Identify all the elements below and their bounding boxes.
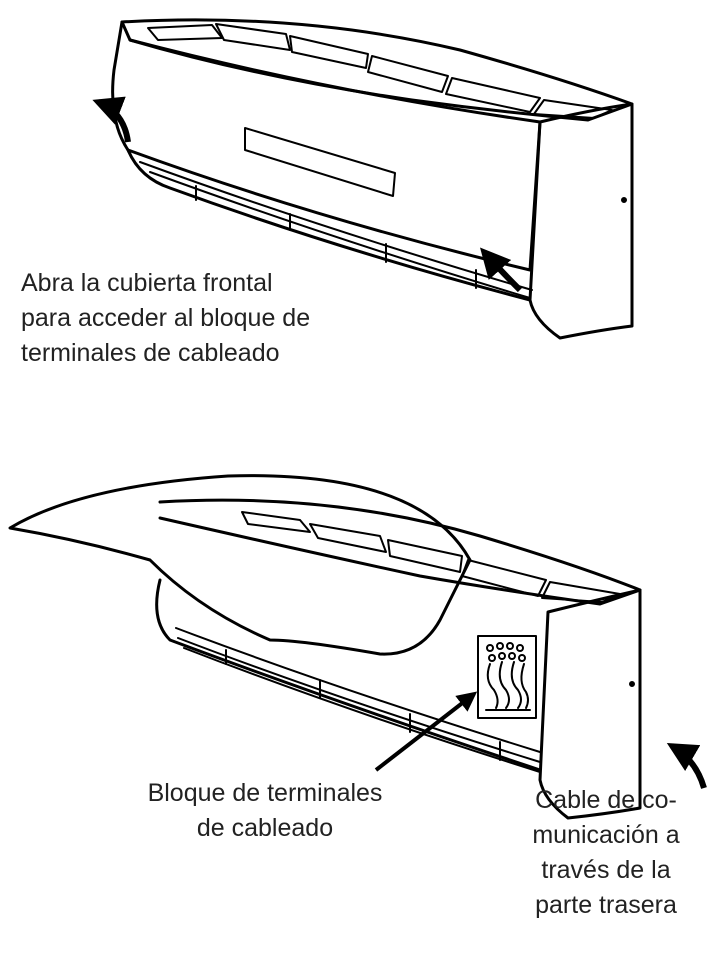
- terminal-block-line: Bloque de terminales: [147, 779, 383, 807]
- terminal-block-icon: [477, 635, 537, 719]
- indoor-unit-closed: [111, 18, 634, 340]
- terminal-block-label: Bloque de terminales de cableado: [130, 776, 400, 846]
- front-cover-open: [8, 474, 472, 656]
- louvers: [175, 627, 541, 773]
- indoor-unit-open: [8, 474, 642, 820]
- curved-arrow-icon: [666, 742, 707, 789]
- comm-cable-line: Cable de co-: [535, 786, 677, 814]
- comm-cable-line: municación a: [532, 821, 680, 849]
- display-window: [244, 127, 396, 197]
- open-cover-line: para acceder al bloque de: [21, 304, 311, 332]
- pointer-arrow-icon: [374, 691, 478, 772]
- comm-cable-line: parte trasera: [535, 891, 677, 919]
- open-cover-line: terminales de cableado: [21, 339, 280, 367]
- curved-arrow-icon: [92, 96, 131, 143]
- comm-cable-label: Cable de co- municación a través de la p…: [503, 783, 709, 923]
- top-vents: [241, 511, 621, 603]
- open-cover-line: Abra la cubierta frontal: [21, 269, 273, 297]
- curved-arrow-icon: [480, 247, 523, 293]
- comm-cable-line: través de la: [541, 856, 671, 884]
- top-vents: [147, 23, 613, 119]
- terminal-block-line: de cableado: [196, 814, 334, 842]
- open-cover-instruction: Abra la cubierta frontal para acceder al…: [21, 266, 310, 371]
- louvers: [139, 161, 533, 299]
